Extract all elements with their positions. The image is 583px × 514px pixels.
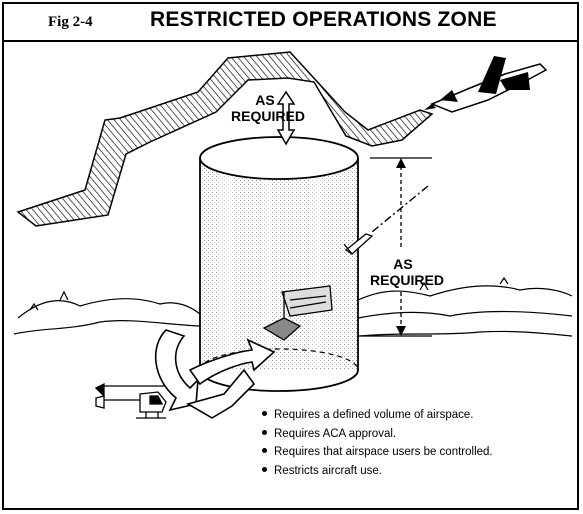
figure-number: Fig 2-4 <box>48 14 93 30</box>
requirement-item: Restricts aircraft use. <box>262 462 493 481</box>
top-double-arrow <box>276 90 296 146</box>
side-dimension <box>358 157 432 337</box>
bullet-icon <box>262 411 267 417</box>
terrain <box>13 276 573 337</box>
requirement-text: Requires that airspace users be controll… <box>274 446 493 458</box>
side-label-required: REQUIRED <box>370 272 444 288</box>
bullet-icon <box>262 448 267 454</box>
requirement-text: Requires a defined volume of airspace. <box>274 409 474 421</box>
side-label-as: AS <box>393 256 413 272</box>
entry-arrows <box>154 329 276 419</box>
requirement-text: Restricts aircraft use. <box>274 464 382 477</box>
requirements-list: Requires a defined volume of airspace. R… <box>262 406 493 480</box>
airspace-ribbon <box>16 51 434 227</box>
helicopter-icon <box>94 382 170 419</box>
requirement-item: Requires a defined volume of airspace. <box>262 406 493 425</box>
top-label-required: REQUIRED <box>231 108 305 124</box>
zone-cylinder <box>199 136 359 392</box>
figure-title: RESTRICTED OPERATIONS ZONE <box>150 8 497 31</box>
requirement-item: Requires ACA approval. <box>262 425 493 444</box>
top-label-as: AS <box>255 92 275 108</box>
bullet-icon <box>262 429 267 435</box>
requirement-text: Requires ACA approval. <box>274 427 397 440</box>
requirement-item: Requires that airspace users be controll… <box>262 443 493 462</box>
bullet-icon <box>262 466 267 472</box>
trajectory <box>343 185 429 255</box>
jet-aircraft-icon <box>424 56 548 113</box>
header-divider <box>2 40 579 42</box>
radar-structure-icon <box>262 285 333 341</box>
